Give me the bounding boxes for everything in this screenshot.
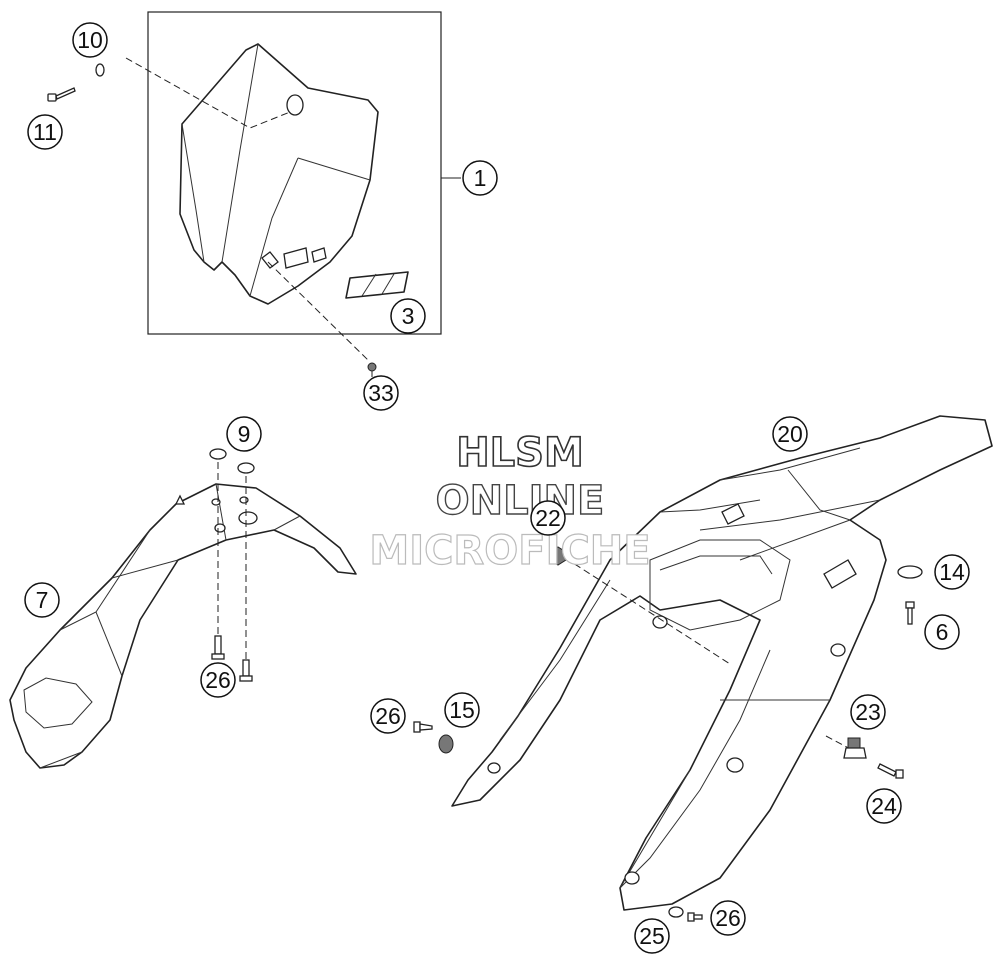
svg-text:1: 1 (474, 165, 487, 191)
svg-text:26: 26 (375, 703, 401, 729)
grommet-15[interactable] (438, 734, 454, 754)
callout-10[interactable]: 10 (72, 22, 108, 58)
callout-14[interactable]: 14 (934, 554, 970, 590)
svg-text:23: 23 (855, 699, 881, 725)
callout-25[interactable]: 25 (634, 918, 670, 954)
svg-text:6: 6 (936, 619, 949, 645)
washer-10[interactable] (95, 63, 105, 77)
screw-26-front-a[interactable] (211, 635, 225, 660)
washer-9a[interactable] (209, 448, 227, 460)
callout-11[interactable]: 11 (27, 114, 63, 150)
callout-9[interactable]: 9 (226, 416, 262, 452)
watermark: HLSM ONLINE MICROFICHE (369, 429, 651, 574)
number-plate-group (47, 11, 461, 377)
svg-text:11: 11 (33, 119, 57, 145)
svg-text:22: 22 (535, 505, 561, 531)
bolt-11[interactable] (47, 87, 76, 102)
watermark-line-2: ONLINE (436, 478, 605, 524)
callout-23[interactable]: 23 (850, 694, 886, 730)
callout-7[interactable]: 7 (24, 582, 60, 618)
callout-6[interactable]: 6 (924, 614, 960, 650)
svg-text:9: 9 (238, 421, 251, 447)
grommet-14[interactable] (897, 565, 923, 579)
svg-text:20: 20 (777, 421, 803, 447)
nut-22[interactable] (549, 546, 567, 566)
svg-text:15: 15 (449, 697, 475, 723)
spacer-23[interactable] (843, 737, 867, 759)
screw-26-front-b[interactable] (239, 659, 253, 682)
callout-24[interactable]: 24 (866, 788, 902, 824)
washer-25[interactable] (668, 906, 684, 918)
callout-26-front[interactable]: 26 (200, 662, 236, 698)
svg-text:14: 14 (939, 559, 965, 585)
callout-3[interactable]: 3 (390, 298, 426, 334)
number-plate-box (147, 11, 442, 335)
svg-text:3: 3 (402, 303, 415, 329)
svg-text:25: 25 (639, 923, 665, 949)
screw-26-rear-left[interactable] (413, 721, 433, 733)
callout-15[interactable]: 15 (444, 692, 480, 728)
callouts: 1 3 6 7 9 10 11 14 (24, 22, 970, 954)
callout-22[interactable]: 22 (530, 500, 566, 536)
watermark-line-1: HLSM (456, 430, 584, 476)
svg-text:33: 33 (368, 380, 394, 406)
svg-text:7: 7 (36, 587, 49, 613)
svg-text:10: 10 (77, 27, 103, 53)
watermark-line-3: MICROFICHE (369, 528, 650, 574)
number-plate[interactable] (179, 43, 379, 305)
washer-9b[interactable] (237, 462, 255, 474)
callout-26-rear-left[interactable]: 26 (370, 698, 406, 734)
number-plate-decal[interactable] (345, 271, 409, 299)
screw-6[interactable] (905, 601, 915, 625)
svg-text:26: 26 (715, 905, 741, 931)
screw-33[interactable] (367, 362, 377, 377)
screw-24[interactable] (877, 763, 904, 779)
svg-text:26: 26 (205, 667, 231, 693)
svg-text:24: 24 (871, 793, 897, 819)
callout-20[interactable]: 20 (772, 416, 808, 452)
callout-26-rear-bottom[interactable]: 26 (710, 900, 746, 936)
screw-26-rear-bottom[interactable] (687, 912, 703, 922)
callout-33[interactable]: 33 (363, 375, 399, 411)
rear-fender-group (413, 415, 993, 922)
front-fender-group (9, 448, 357, 769)
callout-1[interactable]: 1 (462, 160, 498, 196)
